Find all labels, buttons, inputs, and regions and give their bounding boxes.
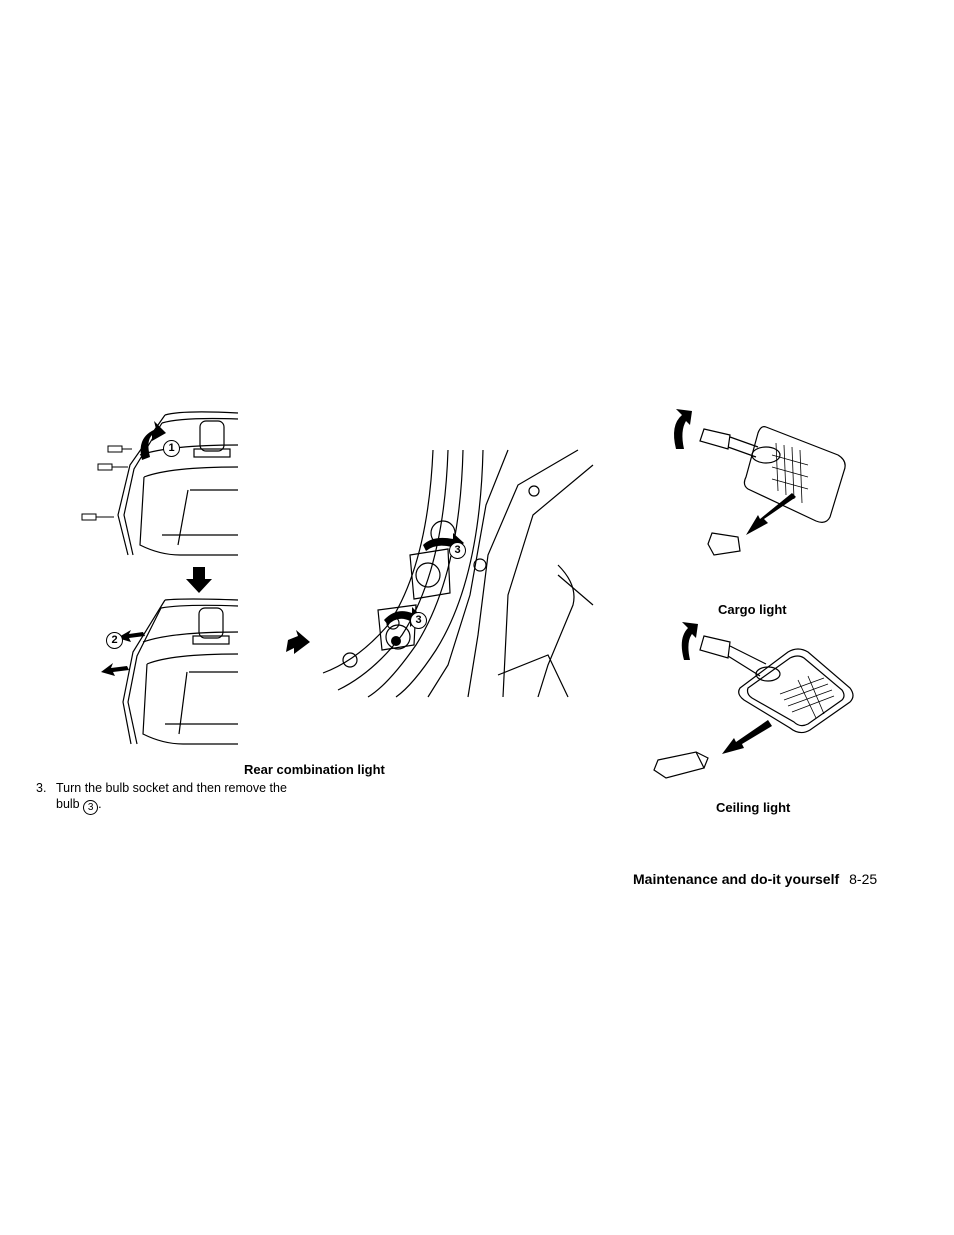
- cargo-light-illustration: [674, 409, 846, 556]
- page-footer: Maintenance and do-it yourself 8-25: [633, 871, 877, 887]
- step-3-text-suffix: .: [98, 797, 102, 811]
- step-3-callout: 3: [83, 800, 99, 815]
- callout-2: 2: [106, 632, 123, 649]
- ceiling-light-caption: Ceiling light: [716, 800, 791, 815]
- rear-light-step2-illustration: [101, 598, 239, 745]
- cargo-light-caption: Cargo light: [718, 602, 787, 617]
- step-3-text-prefix: bulb: [56, 797, 80, 811]
- step-3-text-line1: Turn the bulb socket and then remove the: [56, 781, 287, 795]
- step-3-line2: bulb 3.: [36, 796, 308, 815]
- section-title: Maintenance and do-it yourself: [633, 871, 840, 887]
- ceiling-light-illustration: [653, 622, 854, 779]
- rear-light-bulb-detail-illustration: [322, 449, 594, 698]
- step-3-line1: 3. Turn the bulb socket and then remove t…: [36, 780, 308, 796]
- callout-1: 1: [163, 440, 180, 457]
- rear-combination-light-caption: Rear combination light: [244, 762, 385, 777]
- rear-light-step1-illustration: [81, 411, 239, 556]
- callout-3-upper: 3: [449, 542, 466, 559]
- page-number: 8-25: [849, 871, 878, 887]
- step-number: 3.: [36, 781, 47, 795]
- right-arrow-icon: [286, 630, 310, 654]
- step-3-instruction: 3. Turn the bulb socket and then remove t…: [36, 780, 308, 815]
- down-arrow-icon: [186, 567, 212, 593]
- callout-3-lower: 3: [410, 612, 427, 629]
